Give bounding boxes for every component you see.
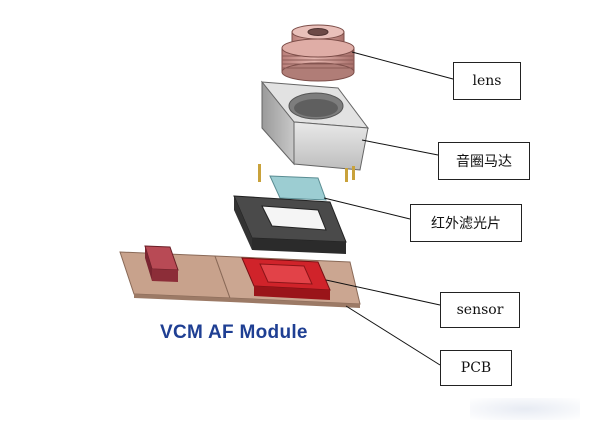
leader-line-sensor [325,279,441,306]
label-lens: lens [453,62,521,100]
ir-filter-part [269,175,327,201]
label-pcb: PCB [440,350,512,386]
sensor-part [241,257,331,300]
module-caption: VCM AF Module [160,322,308,343]
label-vcm-motor: 音圈马达 [438,142,530,180]
lens-part [281,24,355,82]
leader-line-pcb [345,305,441,366]
connector-part [144,245,179,282]
vcm-motor-part [258,80,370,182]
leader-line-ir-filter [323,197,411,220]
label-sensor: sensor [440,292,520,328]
leader-line-vcm [361,139,439,156]
label-ir-filter: 红外滤光片 [410,204,522,242]
leader-line-lens [351,51,454,80]
decorative-glow [470,398,580,420]
holder-frame-part [233,195,347,254]
